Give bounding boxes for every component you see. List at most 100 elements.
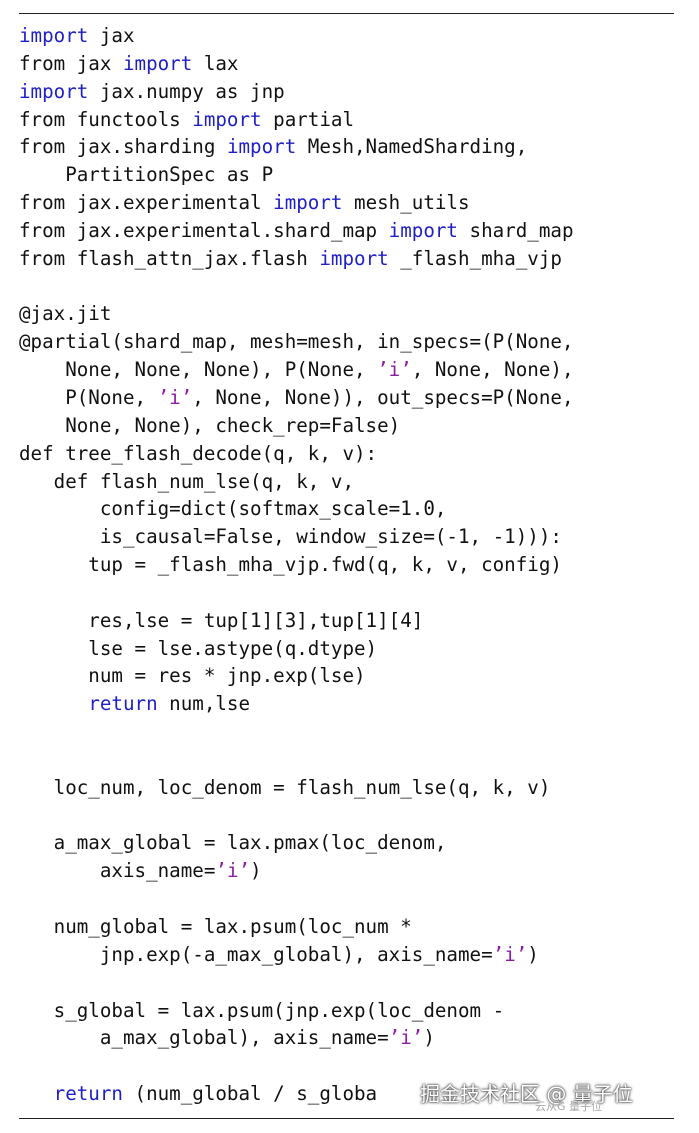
code-token: (num_global / s_globa [122,1082,378,1106]
code-token [19,1082,54,1105]
code-token: axis_name= [19,859,216,883]
code-line: P(None, ’i’, None, None)), out_specs=P(N… [19,384,679,412]
code-token: ) [250,859,262,883]
code-line: @jax.jit [19,300,679,328]
code-line: None, None, None), P(None, ’i’, None, No… [19,356,679,384]
code-token: from jax.sharding [19,135,227,159]
code-token: num,lse [157,692,251,716]
code-line: num = res * jnp.exp(lse) [19,662,679,690]
keyword-token: import [226,135,297,159]
code-token: a_max_global = lax.pmax(loc_denom, [19,831,447,855]
string-token: ’i’ [492,942,528,966]
code-token: a_max_global), axis_name= [19,1026,389,1050]
code-token: jax [88,24,135,47]
code-token: s_global = lax.psum(jnp.exp(loc_denom - [19,998,505,1022]
code-line: lse = lse.astype(q.dtype) [19,635,679,663]
code-line: def flash_num_lse(q, k, v, [19,468,679,496]
code-token: partial [261,107,355,131]
code-token: def flash_num_lse(q, k, v, [19,469,355,493]
code-token: PartitionSpec as P [19,163,274,187]
code-line [19,802,679,830]
code-token: ) [423,1026,435,1050]
code-line: axis_name=’i’) [19,857,679,885]
code-token: from jax [19,51,123,75]
code-token: jax.numpy as jnp [88,79,285,103]
code-token: def tree_flash_decode(q, k, v): [19,441,378,465]
code-token: @jax.jit [19,302,112,326]
code-line: config=dict(softmax_scale=1.0, [19,495,679,523]
code-line [19,746,679,774]
code-line: loc_num, loc_denom = flash_num_lse(q, k,… [19,774,679,802]
code-token: from functools [19,107,193,131]
code-token: config=dict(softmax_scale=1.0, [19,497,447,521]
keyword-token: return [53,1082,123,1106]
code-token: loc_num, loc_denom = flash_num_lse(q, k,… [19,775,551,799]
code-line: a_max_global = lax.pmax(loc_denom, [19,829,679,857]
code-line: None, None), check_rep=False) [19,412,679,440]
string-token: ’i’ [388,1026,424,1050]
watermark: 掘金技术社区 @ 量子位 [420,1082,633,1106]
code-token: from jax.experimental [19,191,274,215]
code-token: , None, None)), out_specs=P(None, [192,385,574,409]
keyword-token: import [122,51,193,75]
bottom-rule [19,1118,674,1119]
string-token: ’i’ [377,358,412,382]
code-line: def tree_flash_decode(q, k, v): [19,440,679,468]
code-token: lse = lse.astype(q.dtype) [19,636,378,660]
code-line [19,718,679,746]
code-line: is_causal=False, window_size=(-1, -1))): [19,523,679,551]
keyword-token: import [319,246,389,270]
string-token: ’i’ [157,385,193,409]
code-token: Mesh,NamedSharding, [296,135,528,159]
code-line: from jax.sharding import Mesh,NamedShard… [19,133,679,161]
code-token: shard_map [457,218,574,242]
code-token: None, None, None), P(None, [19,358,378,382]
code-token: from jax.experimental.shard_map [19,218,389,242]
keyword-token: import [19,24,89,47]
code-token: None, None), check_rep=False) [19,413,401,437]
code-token: num_global = lax.psum(loc_num * [19,915,412,938]
code-token: res,lse = tup[1][3],tup[1][4] [19,608,424,632]
keyword-token: import [19,79,89,103]
code-line: return (num_global / s_globa [19,1080,679,1108]
code-line: s_global = lax.psum(jnp.exp(loc_denom - [19,997,679,1025]
code-line: PartitionSpec as P [19,161,679,189]
code-line: from jax.experimental import mesh_utils [19,189,679,217]
code-line [19,969,679,997]
code-line: import jax [19,22,679,50]
code-token: P(None, [19,385,158,409]
code-line: a_max_global), axis_name=’i’) [19,1024,679,1052]
code-line: jnp.exp(-a_max_global), axis_name=’i’) [19,941,679,969]
code-token: lax [192,51,239,75]
code-token: from flash_attn_jax.flash [19,246,320,270]
code-line: from functools import partial [19,106,679,134]
code-token: tup = _flash_mha_vjp.fwd(q, k, v, config… [19,553,562,577]
code-line: num_global = lax.psum(loc_num * [19,913,679,941]
code-line: from jax.experimental.shard_map import s… [19,217,679,245]
keyword-token: import [273,191,343,215]
code-token: @partial(shard_map, mesh=mesh, in_specs=… [19,330,574,354]
code-line: from jax import lax [19,50,679,78]
keyword-token: import [388,218,458,242]
code-token: _flash_mha_vjp [388,246,562,270]
code-line: from flash_attn_jax.flash import _flash_… [19,245,679,273]
code-line: @partial(shard_map, mesh=mesh, in_specs=… [19,328,679,356]
code-line: import jax.numpy as jnp [19,78,679,106]
keyword-token: return [88,692,158,716]
code-token: mesh_utils [342,191,470,215]
code-line [19,273,679,301]
code-token: num = res * jnp.exp(lse) [19,664,366,688]
code-line: tup = _flash_mha_vjp.fwd(q, k, v, config… [19,551,679,579]
code-line: return num,lse [19,690,679,718]
keyword-token: import [192,107,262,131]
watermark-sub: 云从G 量子位 [535,1100,603,1113]
code-line [19,1052,679,1080]
code-token [19,692,88,715]
top-rule [19,13,674,14]
string-token: ’i’ [215,859,251,883]
code-line [19,885,679,913]
code-token: , None, None), [411,358,574,382]
code-token: is_causal=False, window_size=(-1, -1))): [19,525,562,549]
code-line [19,579,679,607]
